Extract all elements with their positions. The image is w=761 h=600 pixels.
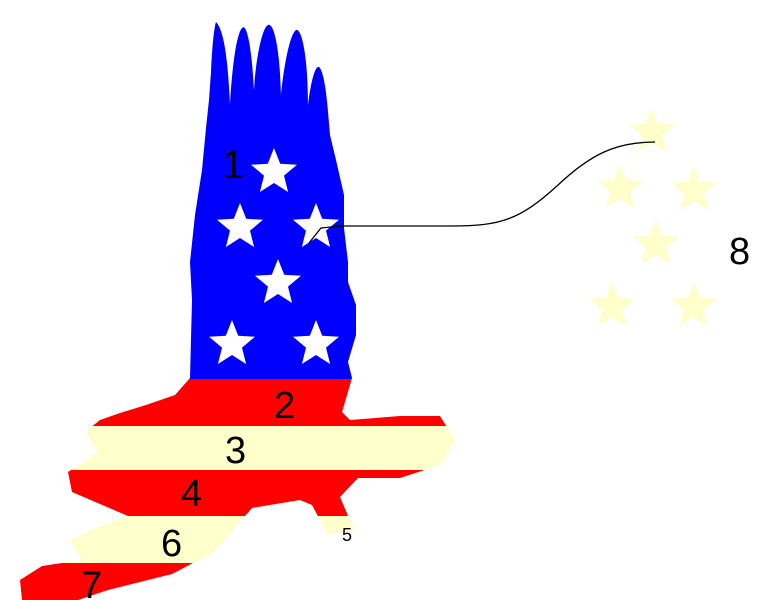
stripe-6-cream	[0, 516, 761, 563]
connector-line	[309, 142, 655, 243]
label-5: 5	[342, 525, 352, 545]
stripe-7-red	[0, 563, 761, 600]
stripe-3-cream	[0, 426, 761, 470]
star-icon	[629, 108, 675, 152]
stripe-2-red	[0, 379, 761, 426]
blue-canton	[0, 0, 761, 379]
star-icon	[597, 164, 643, 208]
label-1: 1	[222, 143, 244, 187]
label-3: 3	[225, 430, 246, 472]
faded-stars-group	[589, 108, 717, 326]
label-4: 4	[181, 473, 202, 515]
star-icon	[633, 220, 679, 264]
star-icon	[671, 282, 717, 326]
label-8: 8	[729, 231, 750, 273]
star-icon	[671, 166, 717, 210]
stripe-4-red	[0, 470, 761, 516]
star-icon	[589, 282, 635, 326]
label-2: 2	[274, 385, 295, 427]
label-6: 6	[161, 523, 182, 565]
label-7: 7	[81, 565, 102, 600]
